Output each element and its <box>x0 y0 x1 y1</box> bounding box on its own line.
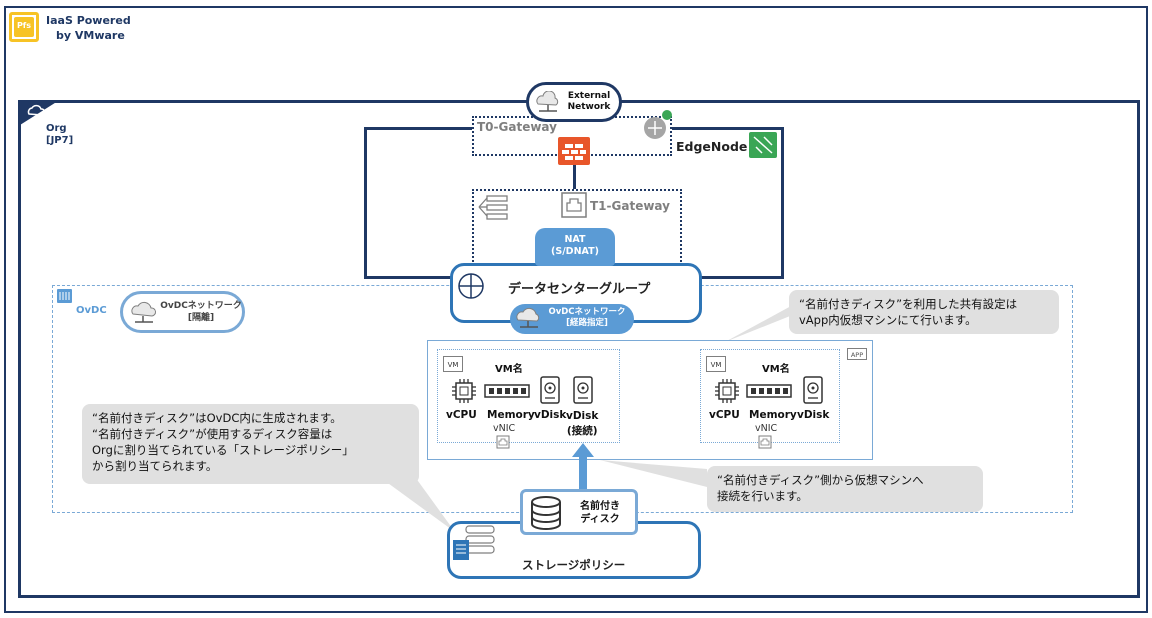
network-icon <box>536 91 559 112</box>
callout-left-pointer <box>370 470 455 532</box>
vm1-memory-label: Memory <box>487 409 535 421</box>
nat-badge: NAT (S/DNAT) <box>535 228 615 266</box>
pfs-logo: Pfs <box>9 12 39 42</box>
external-network-label: External Network <box>561 91 617 113</box>
callout-creation-line-3: Orgに割り当てられている「ストレージポリシー」 <box>92 443 354 457</box>
callout-connection-line-1: “名前付きディスク”側から仮想マシンへ <box>717 473 924 487</box>
load-balancer-icon <box>478 195 508 220</box>
callout-bottom-right-pointer <box>600 460 707 487</box>
vm2-nic-label: vNIC <box>755 423 778 434</box>
storage-policy-label: ストレージポリシー <box>522 558 626 572</box>
isolated-network-line-2: [隔離] <box>187 313 215 323</box>
external-network-line-1: External <box>567 91 611 101</box>
vm2-name: VM名 <box>762 364 790 375</box>
vm2-memory-label: Memory <box>749 409 797 421</box>
firewall-icon <box>558 137 590 165</box>
isolated-network-label: OvDCネットワーク [隔離] <box>159 300 243 324</box>
t1-gateway-label: T1-Gateway <box>590 199 670 213</box>
vm1-attached-disk-label: vDisk (接続) <box>566 409 598 439</box>
callout-creation-line-4: から割り当てられます。 <box>92 459 218 473</box>
globe-icon <box>458 273 484 299</box>
vm2-badge: VM <box>706 356 726 372</box>
connect-arrow <box>572 443 594 491</box>
vm1-disk-label: vDisk <box>534 409 567 421</box>
ovdc-datacenter-icon <box>57 289 72 303</box>
ovdc-label: OvDC <box>76 305 107 316</box>
vm1-disk-icon <box>540 376 560 404</box>
routed-network-label: OvDCネットワーク [経路指定] <box>542 307 632 329</box>
callout-connection: “名前付きディスク”側から仮想マシンへ 接続を行います。 <box>707 466 983 512</box>
logo-text: Pfs <box>16 21 32 30</box>
named-disk-line-2: ディスク <box>580 514 620 525</box>
named-disk-line-1: 名前付き <box>580 501 620 512</box>
vm1-attached-disk-line-2: (接続) <box>566 425 598 437</box>
vm1-nic-icon <box>496 435 510 449</box>
vm1-nic-label: vNIC <box>493 423 516 434</box>
edge-node-label: EdgeNode <box>676 139 748 154</box>
vm2-memory-icon <box>746 384 792 398</box>
vm1-cpu-label: vCPU <box>446 409 477 421</box>
external-network-line-2: Network <box>567 102 611 112</box>
vm2-cpu-icon <box>715 379 739 403</box>
org-label: Org [JP7] <box>46 123 73 147</box>
vm2-disk-label: vDisk <box>797 409 830 421</box>
header-title: IaaS Powered by VMware <box>46 13 131 43</box>
callout-disk-creation: “名前付きディスク”はOvDC内に生成されます。 “名前付きディスク”が使用する… <box>82 404 419 484</box>
ovdc-isolated-network: OvDCネットワーク [隔離] <box>120 291 245 333</box>
callout-creation-line-2: “名前付きディスク”が使用するディスク容量は <box>92 427 333 441</box>
org-sublabel-text: [JP7] <box>46 135 74 146</box>
router-icon <box>644 110 672 139</box>
routed-network-cloud-icon <box>516 307 540 328</box>
ovdc-routed-network: OvDCネットワーク [経路指定] <box>510 304 634 334</box>
storage-policy-icon <box>453 525 495 560</box>
routed-network-line-2: [経路指定] <box>566 318 608 328</box>
callout-sharing-line-2: vApp内仮想マシンにて行います。 <box>799 313 977 327</box>
nat-line-1: NAT <box>564 234 586 245</box>
firewall-t1-connector <box>573 165 576 189</box>
vm2-disk-icon <box>803 376 823 404</box>
named-disk-label: 名前付き ディスク <box>569 500 631 526</box>
t0-gateway-label: T0-Gateway <box>477 120 557 134</box>
vm1-attached-disk-line-1: vDisk <box>566 410 599 422</box>
title-line-1: IaaS Powered <box>46 14 131 27</box>
vm2-cpu-label: vCPU <box>709 409 740 421</box>
outer-frame <box>4 6 1148 613</box>
org-cloud-icon <box>20 101 58 125</box>
ethernet-port-icon <box>561 192 587 218</box>
vm1-memory-icon <box>484 384 530 398</box>
network-cloud-icon <box>131 301 156 323</box>
nat-line-2: (S/DNAT) <box>551 246 599 257</box>
vm1-name: VM名 <box>495 364 523 375</box>
callout-sharing-line-1: “名前付きディスク”を利用した共有設定は <box>799 297 1018 311</box>
callout-creation-line-1: “名前付きディスク”はOvDC内に生成されます。 <box>92 411 342 425</box>
database-icon <box>531 496 561 530</box>
callout-sharing-setting: “名前付きディスク”を利用した共有設定は vApp内仮想マシンにて行います。 <box>789 290 1059 334</box>
vm1-cpu-icon <box>452 379 476 403</box>
org-label-text: Org <box>46 123 67 134</box>
named-disk: 名前付き ディスク <box>520 489 638 535</box>
title-line-2: by VMware <box>56 29 125 42</box>
nat-label: NAT (S/DNAT) <box>535 234 615 258</box>
app-badge: APP <box>847 348 867 360</box>
callout-connection-line-2: 接続を行います。 <box>717 489 808 503</box>
edge-node-icon <box>749 132 777 158</box>
datacenter-group-label: データセンターグループ <box>508 282 651 297</box>
vm1-attached-disk-icon <box>573 376 593 404</box>
vm2-nic-icon <box>758 435 772 449</box>
routed-network-line-1: OvDCネットワーク <box>548 307 626 317</box>
external-network: External Network <box>526 82 622 122</box>
isolated-network-line-1: OvDCネットワーク <box>160 301 242 311</box>
vm1-badge: VM <box>443 356 463 372</box>
